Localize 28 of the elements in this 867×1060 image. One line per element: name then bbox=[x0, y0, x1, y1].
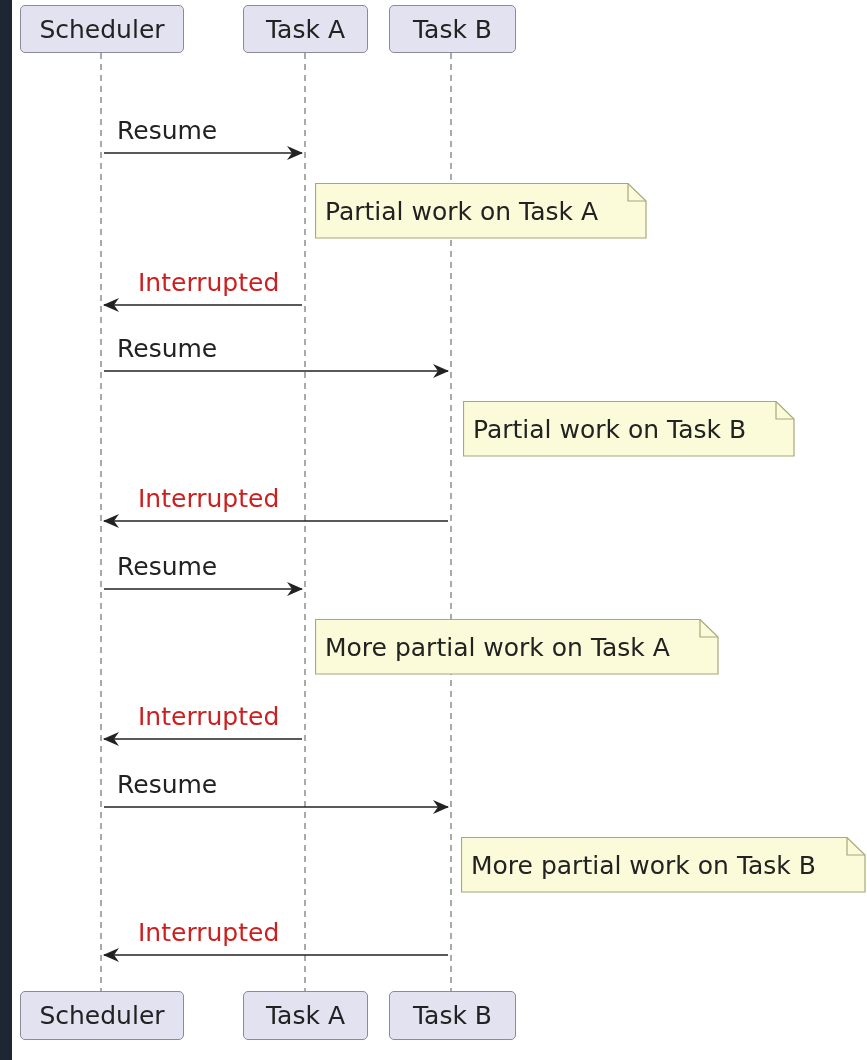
message-label: Interrupted bbox=[138, 702, 280, 732]
message-arrow bbox=[103, 364, 449, 378]
message-arrow bbox=[103, 298, 303, 312]
participant-box: Scheduler bbox=[20, 5, 184, 53]
message-arrow bbox=[103, 800, 449, 814]
message-label: Resume bbox=[117, 334, 218, 364]
message-arrow bbox=[103, 146, 303, 160]
participant-box: Task B bbox=[389, 5, 516, 53]
note: More partial work on Task A bbox=[315, 619, 719, 675]
participant-box: Task A bbox=[243, 991, 368, 1040]
participant-box: Scheduler bbox=[20, 991, 184, 1040]
message-label: Resume bbox=[117, 552, 218, 582]
message-arrow bbox=[103, 732, 303, 746]
note: Partial work on Task B bbox=[463, 401, 795, 457]
message-label: Interrupted bbox=[138, 918, 280, 948]
lifeline bbox=[302, 53, 308, 991]
message-arrow bbox=[103, 948, 449, 962]
lifeline bbox=[98, 53, 104, 991]
participant-box: Task B bbox=[389, 991, 516, 1040]
note: Partial work on Task A bbox=[315, 183, 647, 239]
message-label: Resume bbox=[117, 116, 218, 146]
message-arrow bbox=[103, 582, 303, 596]
message-label: Interrupted bbox=[138, 484, 280, 514]
message-label: Interrupted bbox=[138, 268, 280, 298]
note: More partial work on Task B bbox=[461, 837, 866, 893]
message-arrow bbox=[103, 514, 449, 528]
participant-box: Task A bbox=[243, 5, 368, 53]
message-label: Resume bbox=[117, 770, 218, 800]
